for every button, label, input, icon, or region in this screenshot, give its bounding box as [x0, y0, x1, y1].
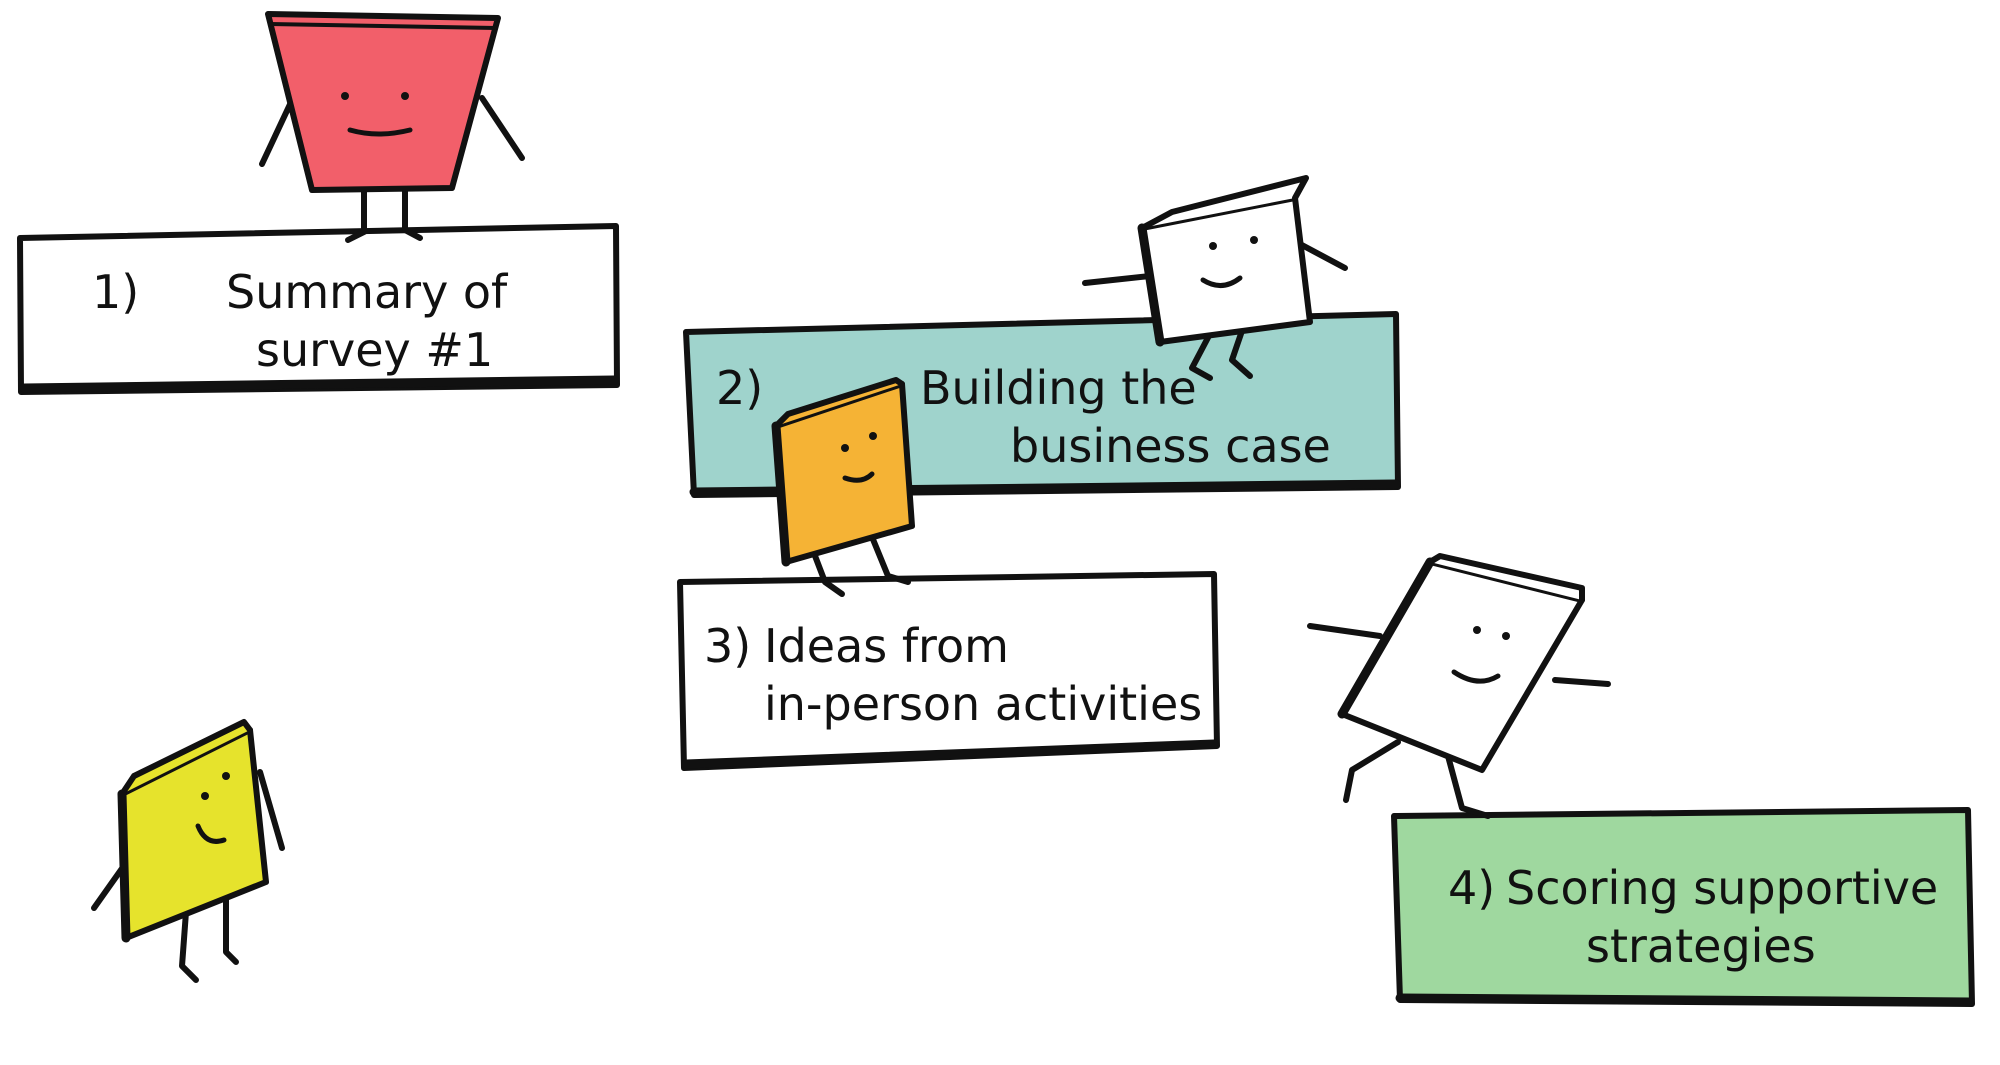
- step-1-label-line2: survey #1: [256, 323, 494, 377]
- step-2-label-line1: Building the: [920, 361, 1197, 415]
- step-4-number: 4): [1448, 861, 1496, 915]
- orange-book-character: [771, 377, 915, 597]
- step-3-label-line1: Ideas from: [764, 619, 1009, 673]
- step-4-label-line2: strategies: [1586, 919, 1816, 973]
- white-book-character-sitting: [1082, 175, 1348, 381]
- step-1-box: [17, 223, 620, 395]
- step-3-box: [677, 571, 1220, 771]
- step-2-number: 2): [716, 361, 764, 415]
- step-4-label-line1: Scoring supportive: [1506, 861, 1939, 915]
- step-1-box-shape: [17, 223, 620, 395]
- step-1-label-line1: Summary of: [226, 265, 508, 319]
- red-trapezoid-character: [259, 11, 525, 243]
- step-1-number: 1): [92, 265, 140, 319]
- yellow-book-character: [91, 719, 285, 983]
- step-3-label-line2: in-person activities: [764, 677, 1203, 731]
- step-3-number: 3): [704, 619, 752, 673]
- step-2-label-line2: business case: [1010, 419, 1331, 473]
- step-4-box: [1391, 807, 1975, 1007]
- white-book-character-jumping: [1307, 553, 1611, 819]
